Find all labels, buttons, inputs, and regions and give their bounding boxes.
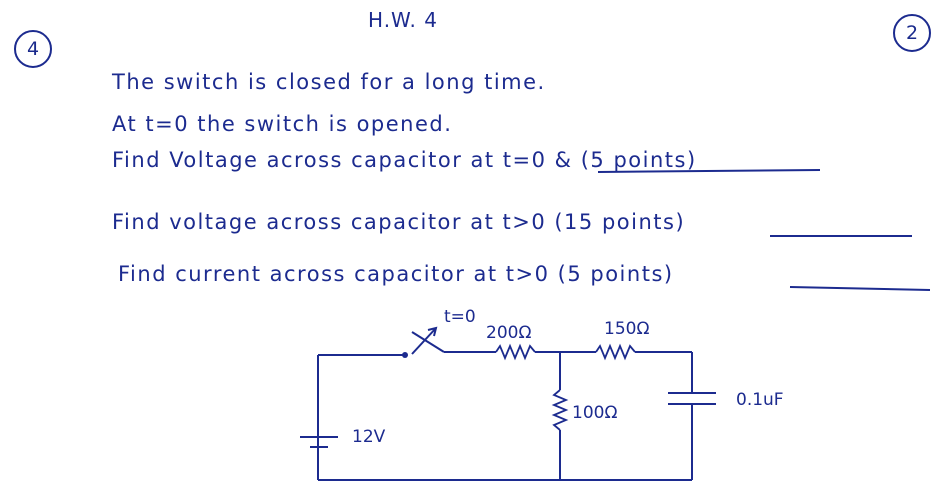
switch-blade [411, 331, 445, 353]
switch-contact [402, 352, 408, 358]
source-label: 12V [352, 427, 386, 447]
question-line-3: Find current across capacitor at t>0 (5 … [118, 262, 674, 286]
statement-line-2: At t=0 the switch is opened. [112, 112, 453, 136]
resistor-150 [595, 343, 636, 361]
statement-line-1: The switch is closed for a long time. [112, 70, 546, 94]
resistor-100 [551, 389, 569, 431]
underline-q3 [789, 286, 931, 291]
question-line-1: Find Voltage across capacitor at t=0 & (… [112, 148, 697, 172]
switch-arrow [411, 327, 437, 355]
homework-title: H.W. 4 [368, 8, 438, 32]
resistor-200 [495, 343, 536, 361]
resistor-100-label: 100Ω [572, 403, 617, 423]
problem-number-badge: 4 [14, 30, 52, 68]
question-line-2: Find voltage across capacitor at t>0 (15… [112, 210, 686, 234]
capacitor-label: 0.1uF [736, 390, 784, 410]
resistor-200-label: 200Ω [486, 323, 531, 343]
page-number-badge: 2 [893, 14, 931, 52]
resistor-150-label: 150Ω [604, 319, 649, 339]
switch-label: t=0 [444, 307, 476, 327]
underline-q1 [597, 169, 821, 173]
